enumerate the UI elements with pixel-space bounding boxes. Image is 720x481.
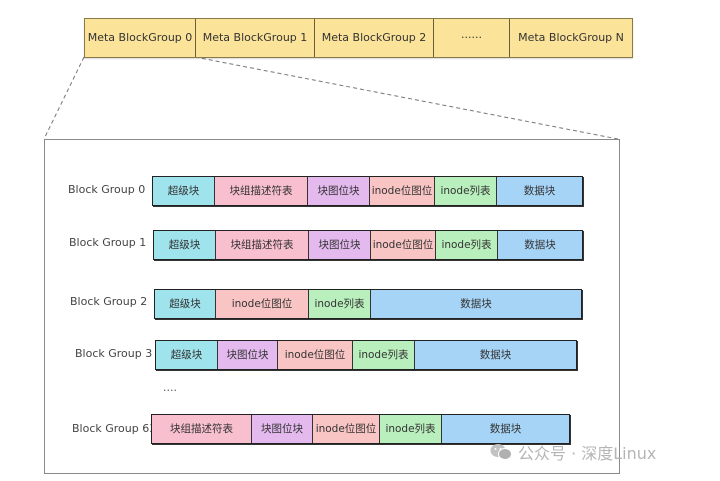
segment-inode-table: inode列表 bbox=[353, 341, 415, 369]
segment-data-blocks: 数据块 bbox=[442, 415, 569, 443]
block-group-label: Block Group 1 bbox=[69, 236, 147, 249]
block-group-label: Block Group 63 bbox=[72, 422, 157, 435]
segment-block-bitmap: 块图位块 bbox=[218, 341, 278, 369]
segment-data-blocks: 数据块 bbox=[498, 231, 582, 259]
segment-superblock: 超级块 bbox=[153, 177, 215, 205]
segment-block-bitmap: 块图位块 bbox=[252, 415, 313, 443]
block-group-bar: 块组描述符表 块图位块 inode位图位 inode列表 数据块 bbox=[151, 414, 570, 444]
segment-inode-bitmap: inode位图位 bbox=[313, 415, 380, 443]
segment-inode-bitmap: inode位图位 bbox=[370, 177, 435, 205]
segment-block-bitmap: 块图位块 bbox=[308, 177, 370, 205]
segment-inode-table: inode列表 bbox=[380, 415, 442, 443]
block-group-label: Block Group 0 bbox=[68, 183, 146, 196]
segment-data-blocks: 数据块 bbox=[371, 290, 581, 318]
segment-group-descriptor: 块组描述符表 bbox=[215, 177, 308, 205]
connector-line-right bbox=[194, 56, 619, 140]
block-group-bar: 超级块 块图位块 inode位图位 inode列表 数据块 bbox=[155, 340, 577, 370]
meta-blockgroup-0: Meta BlockGroup 0 bbox=[85, 19, 196, 57]
segment-inode-table: inode列表 bbox=[309, 290, 371, 318]
segment-inode-bitmap: inode位图位 bbox=[216, 290, 309, 318]
segment-group-descriptor: 块组描述符表 bbox=[216, 231, 309, 259]
segment-inode-table: inode列表 bbox=[436, 231, 498, 259]
meta-blockgroup-ellipsis: ······ bbox=[434, 19, 510, 57]
segment-inode-bitmap: inode位图位 bbox=[278, 341, 353, 369]
watermark-text: 公众号 · 深度Linux bbox=[518, 444, 657, 463]
segment-superblock: 超级块 bbox=[154, 231, 216, 259]
segment-data-blocks: 数据块 bbox=[497, 177, 582, 205]
segment-inode-bitmap: inode位图位 bbox=[371, 231, 436, 259]
block-group-bar: 超级块 inode位图位 inode列表 数据块 bbox=[154, 289, 582, 319]
segment-group-descriptor: 块组描述符表 bbox=[152, 415, 252, 443]
meta-blockgroup-1: Meta BlockGroup 1 bbox=[196, 19, 315, 57]
block-group-bar: 超级块 块组描述符表 块图位块 inode位图位 inode列表 数据块 bbox=[153, 230, 583, 260]
block-group-label: Block Group 2 bbox=[70, 295, 148, 308]
wechat-icon bbox=[490, 444, 512, 460]
watermark: 公众号 · 深度Linux bbox=[490, 440, 656, 464]
block-group-bar: 超级块 块组描述符表 块图位块 inode位图位 inode列表 数据块 bbox=[152, 176, 583, 206]
segment-inode-table: inode列表 bbox=[435, 177, 497, 205]
meta-blockgroup-row: Meta BlockGroup 0 Meta BlockGroup 1 Meta… bbox=[84, 18, 633, 58]
segment-superblock: 超级块 bbox=[155, 290, 216, 318]
block-group-label: Block Group 3 bbox=[75, 347, 153, 360]
segment-block-bitmap: 块图位块 bbox=[309, 231, 371, 259]
segment-superblock: 超级块 bbox=[156, 341, 218, 369]
segment-data-blocks: 数据块 bbox=[415, 341, 576, 369]
meta-blockgroup-2: Meta BlockGroup 2 bbox=[315, 19, 434, 57]
meta-blockgroup-n: Meta BlockGroup N bbox=[518, 31, 624, 44]
more-groups-ellipsis: .... bbox=[163, 381, 177, 394]
connector-line-left bbox=[43, 56, 85, 140]
